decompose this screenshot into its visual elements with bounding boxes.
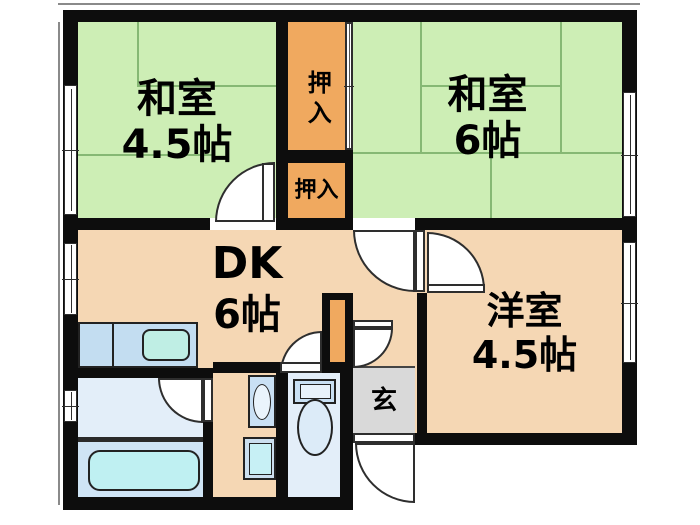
wall-washroom-right (203, 368, 213, 497)
washitsu-right-size: 6帖 (453, 118, 522, 164)
label-closet-lower: 押入 (288, 178, 345, 203)
room-genkan (353, 368, 415, 433)
wall-closet-lower-right (345, 163, 353, 222)
closet-lower-name: 押入 (294, 178, 339, 203)
kitchen-sink (142, 329, 190, 361)
genkan-step-line (353, 366, 415, 368)
closet-sliding-door (344, 22, 354, 150)
toilet-bowl (297, 399, 333, 456)
dk-corridor-door-leaf (280, 362, 322, 373)
toilet-tank (293, 379, 336, 404)
tatami-line (490, 152, 492, 218)
washitsu-left-door-leaf (262, 163, 275, 222)
exterior-outline-top (58, 3, 640, 5)
closet-upper-name: 押入 (303, 70, 332, 130)
washitsu-left-name: 和室 (137, 76, 217, 122)
wall-toilet-left (276, 362, 288, 497)
wall-bottom-left (63, 497, 353, 510)
hall-small-door-leaf (353, 320, 393, 328)
tatami-line (420, 22, 422, 153)
washroom-bath-divider (78, 437, 203, 442)
room-washitsu-right (353, 22, 622, 218)
wall-dk-corridor (213, 362, 280, 373)
wall-top (63, 10, 637, 22)
kitchen-counter (78, 322, 198, 368)
wall-hall-western (417, 293, 427, 437)
dk-name: DK (211, 238, 283, 289)
tatami-line (420, 85, 560, 87)
counter-divider (112, 324, 114, 366)
label-dk: DK 6帖 (147, 238, 347, 339)
washitsu-left-size: 4.5帖 (121, 122, 233, 168)
washing-machine-pan-inner (249, 443, 272, 475)
washroom-door-leaf (203, 378, 213, 422)
wall-closet-left (276, 22, 288, 222)
window-washroom (62, 390, 79, 422)
tatami-line (137, 85, 276, 87)
wall-closet-divider (276, 150, 353, 163)
wall-toilet-right (340, 362, 353, 497)
washitsu-right-name: 和室 (447, 72, 528, 118)
window-washitsu-left (62, 85, 79, 215)
tatami-line (137, 22, 139, 86)
western-room-door-leaf (427, 284, 485, 293)
doorway-hall (353, 218, 415, 230)
genkan-name: 玄 (370, 386, 397, 416)
tatami-line (560, 22, 562, 153)
label-washitsu-left: 和室 4.5帖 (78, 76, 276, 168)
washing-machine-pan (243, 437, 276, 480)
label-western-room: 洋室 4.5帖 (427, 289, 622, 377)
tatami-line (353, 152, 622, 154)
window-washitsu-right (621, 92, 638, 217)
window-dk (62, 243, 79, 315)
bathtub (88, 450, 200, 491)
wall-bottom-right (415, 433, 637, 445)
wall-mid-horizontal (63, 218, 637, 230)
window-western-room (621, 242, 638, 363)
entrance-door-leaf (353, 433, 415, 443)
closet-upper (288, 22, 345, 150)
closet-lower (288, 163, 345, 222)
wall-washroom-top (63, 368, 213, 378)
washbasin-bowl (253, 384, 271, 420)
sliding-door-tick (344, 86, 354, 87)
exterior-outline-left (58, 22, 60, 505)
western-room-name: 洋室 (486, 289, 563, 333)
western-room-size: 4.5帖 (471, 332, 578, 377)
toilet-tank-lid (300, 384, 331, 399)
label-closet-upper: 押入 (288, 52, 345, 148)
entrance-door-swing (355, 443, 415, 503)
shoe-storage (330, 300, 345, 362)
dk-size: 6帖 (213, 291, 281, 338)
label-genkan: 玄 (353, 386, 415, 417)
label-washitsu-right: 和室 6帖 (353, 72, 622, 164)
tatami-line (78, 154, 215, 156)
washbasin (248, 375, 276, 428)
hall-door-leaf (415, 230, 425, 292)
